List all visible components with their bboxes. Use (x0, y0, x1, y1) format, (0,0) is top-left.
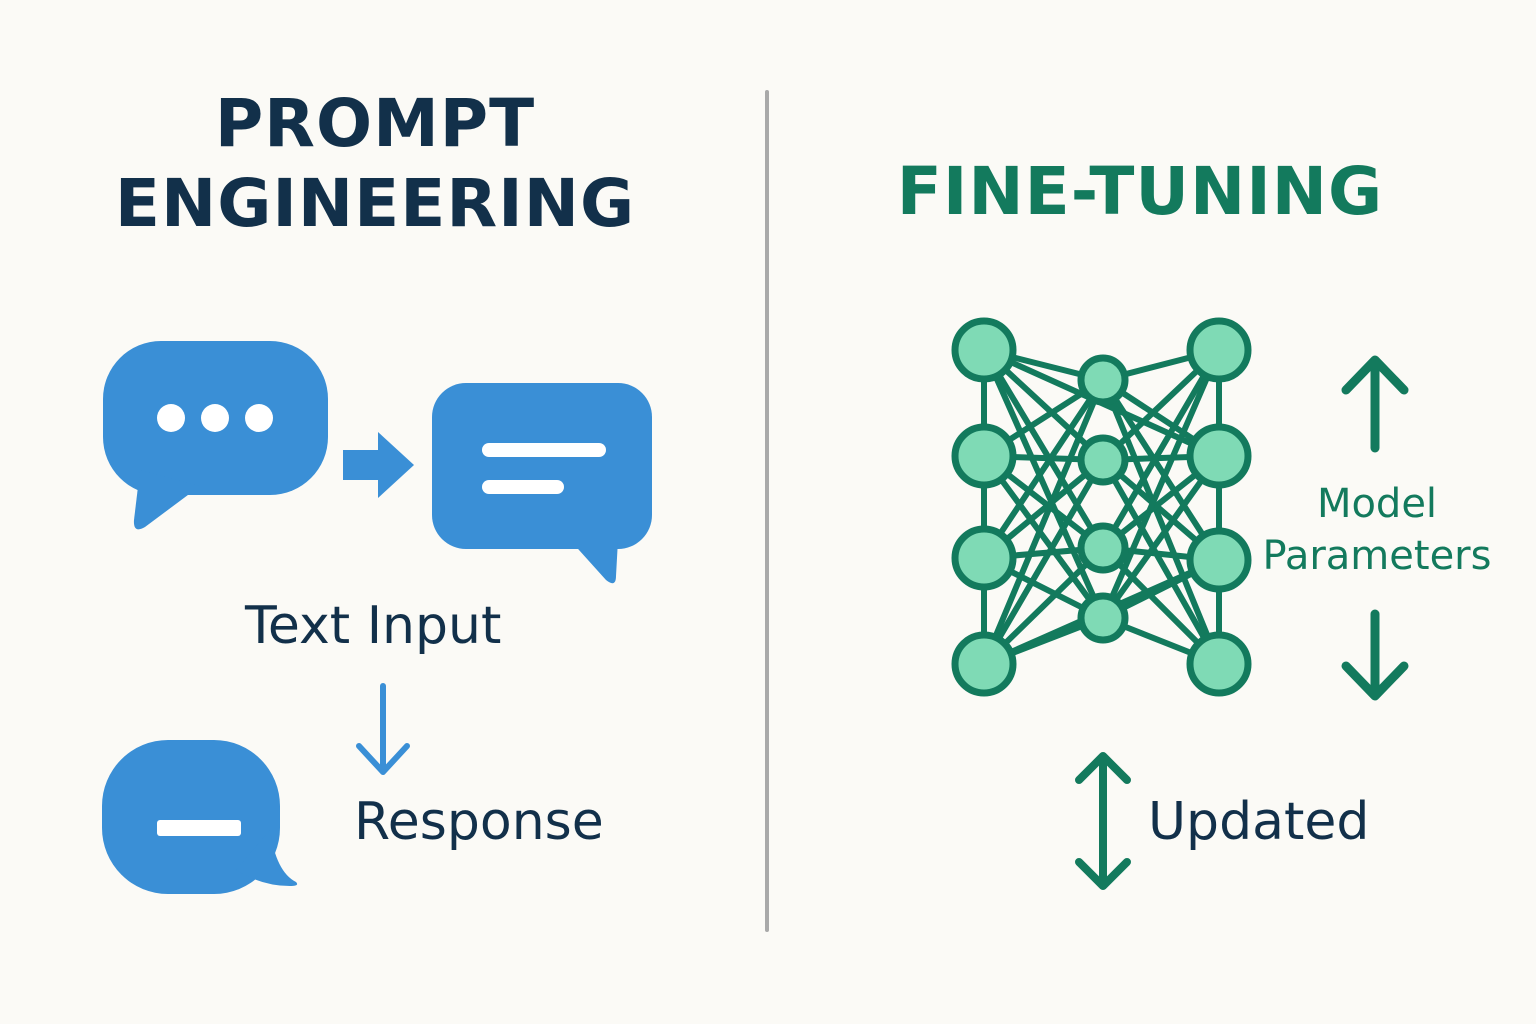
network-edge (981, 347, 1106, 621)
network-edge (981, 453, 1106, 621)
network-node (951, 317, 1017, 383)
title-line-1: PROMPT (214, 85, 536, 162)
network-edge (1100, 347, 1222, 551)
network-edge (1100, 457, 1222, 667)
network-node (1077, 354, 1129, 406)
network-edge (981, 457, 1106, 667)
network-edge (981, 377, 1106, 667)
speech-bubble-text-icon (432, 383, 652, 584)
speech-bubble-typing-icon (103, 341, 328, 530)
title-line-2: ENGINEERING (114, 165, 636, 242)
network-edge (1100, 453, 1222, 621)
neural-network-icon (951, 317, 1252, 697)
network-edge (981, 347, 1106, 551)
fine-tuning-title: FINE-TUNING (896, 153, 1384, 230)
model-parameters-label: Model Parameters (1262, 478, 1492, 582)
text-input-label: Text Input (245, 596, 502, 656)
network-edge (1100, 377, 1222, 667)
panel-divider (765, 90, 769, 932)
network-node (1077, 592, 1129, 644)
speech-bubble-minus-icon (102, 740, 298, 894)
network-edge (1100, 347, 1222, 621)
arrow-down-icon (356, 683, 410, 775)
network-node (1186, 631, 1252, 697)
double-arrow-vertical-icon (1075, 752, 1131, 890)
network-edge (981, 377, 1106, 561)
network-node (1186, 527, 1252, 593)
network-node (1186, 423, 1252, 489)
arrow-up-icon (1341, 355, 1409, 453)
network-node (951, 423, 1017, 489)
network-node (1186, 317, 1252, 383)
arrow-down-icon (1341, 609, 1409, 701)
prompt-engineering-title: PROMPT ENGINEERING (0, 84, 750, 244)
model-label-line-2: Parameters (1262, 533, 1492, 579)
network-node (1077, 522, 1129, 574)
network-node (951, 631, 1017, 697)
arrow-right-icon (343, 432, 414, 498)
model-label-line-1: Model (1316, 481, 1438, 527)
network-node (1077, 434, 1129, 486)
network-node (951, 525, 1017, 591)
updated-label: Updated (1148, 792, 1370, 852)
response-label: Response (354, 792, 604, 852)
